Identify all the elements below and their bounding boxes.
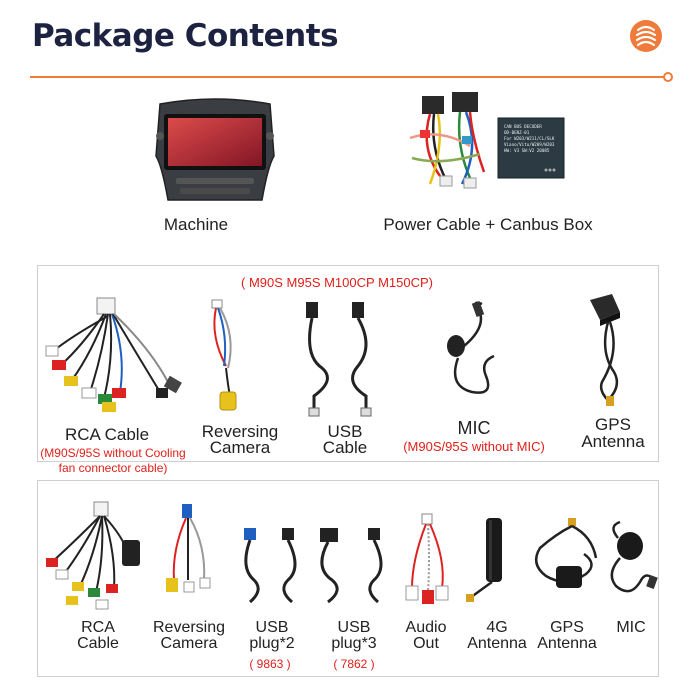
- page-title: Package Contents: [32, 18, 339, 54]
- canbus-box-line-3: For W203/W211/CL/SLK: [504, 136, 555, 141]
- mic-note: (M90S/95S without MIC): [403, 439, 545, 454]
- rca-cable-icon: [42, 500, 142, 612]
- p2-4g-label: 4G Antenna: [467, 619, 527, 652]
- p1-gps-label: GPS Antenna: [581, 415, 645, 451]
- mic-icon: [600, 518, 658, 598]
- canbus-box-line-1: CAN BUS DECODER: [504, 124, 542, 129]
- canbus-box-line-4: Viano/Vito/W209/W203: [504, 142, 555, 147]
- reversing-camera-cable-icon: [200, 296, 260, 420]
- power-cable-canbus-icon: CAN BUS DECODER OD-BENZ-01 For W203/W211…: [400, 88, 590, 198]
- usb3-note: ( 7862 ): [333, 657, 375, 671]
- usb-plug-icon: [238, 524, 308, 606]
- gps-antenna-icon: [578, 292, 638, 410]
- rca-note-text: (M90S/95S without Cooling fan connector …: [40, 446, 186, 475]
- p2-usb2-label: USB plug*2: [249, 619, 295, 652]
- p2-gps-label: GPS Antenna: [537, 619, 597, 652]
- reversing-camera-cable-icon: [158, 500, 218, 612]
- spring-logo-icon: [628, 18, 664, 54]
- usb2-note: ( 9863 ): [249, 657, 291, 671]
- 4g-antenna-icon: [462, 514, 522, 604]
- canbus-box-line-2: OD-BENZ-01: [504, 130, 530, 135]
- header-divider: [30, 76, 668, 78]
- panel-standard-accessories: [37, 265, 659, 462]
- p1-usb-label: USB Cable: [322, 422, 368, 457]
- gps-antenna-icon: [526, 514, 606, 604]
- panel-optional-accessories: [37, 480, 659, 677]
- p2-rca-label: RCA Cable: [77, 619, 119, 652]
- p1-rca-label: RCA Cable: [64, 425, 150, 444]
- p1-reversing-label: Reversing Camera: [201, 422, 279, 457]
- mic-icon: [438, 296, 508, 406]
- p2-reversing-label: Reversing Camera: [152, 619, 226, 652]
- power-cable-canbus-label: Power Cable + Canbus Box: [383, 215, 593, 234]
- machine-label: Machine: [163, 215, 229, 234]
- header-divider-end-dot: [663, 72, 673, 82]
- p2-audio-label: Audio Out: [405, 619, 447, 652]
- p1-mic-label: MIC: [457, 418, 491, 438]
- rca-note: (M90S/95S without Cooling fan connector …: [40, 446, 185, 476]
- models-note: ( M90S M95S M100CP M150CP): [241, 275, 433, 290]
- canbus-box-line-5: HW: V3 SW:V2 20085: [504, 148, 550, 153]
- usb-plug-icon: [314, 524, 394, 606]
- audio-out-icon: [400, 510, 456, 610]
- rca-cable-icon: [42, 296, 182, 420]
- p2-mic-label: MIC: [616, 619, 646, 636]
- usb-cable-icon: [300, 296, 390, 420]
- p2-usb3-label: USB plug*3: [331, 619, 377, 652]
- head-unit-icon: [150, 96, 280, 206]
